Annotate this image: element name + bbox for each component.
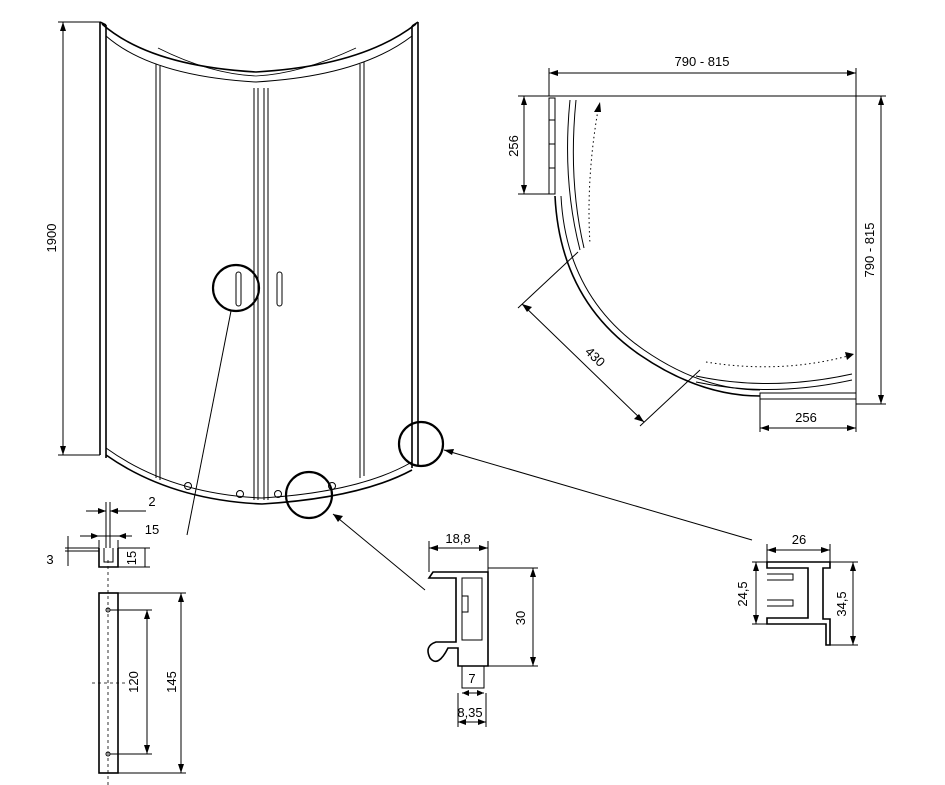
arrowhead bbox=[444, 449, 454, 455]
top-width-label: 790 - 815 bbox=[675, 54, 730, 69]
top-rail-track bbox=[157, 47, 357, 77]
height-dimension: 1900 bbox=[44, 21, 100, 456]
right-wall-profile bbox=[411, 21, 419, 468]
left-wall-profile bbox=[99, 21, 107, 458]
outer-curved-panel bbox=[554, 195, 761, 397]
bottom-rail bbox=[105, 454, 413, 505]
bottom-rail-inner bbox=[105, 447, 413, 499]
roller bbox=[184, 482, 192, 490]
bracket-detail: 2 15 3 15 120 145 bbox=[46, 494, 186, 785]
height-label: 1900 bbox=[44, 224, 59, 253]
outer-curved-panel-inner bbox=[560, 195, 761, 391]
bracket-offset-label: 3 bbox=[46, 552, 53, 567]
wall-profile-width-label: 26 bbox=[792, 532, 806, 547]
door-profile-detail: 18,8 30 7 8,35 bbox=[427, 531, 538, 727]
top-rail bbox=[101, 23, 417, 73]
wall-profile-detail-circle bbox=[397, 420, 445, 468]
handle-detail-circle bbox=[211, 263, 261, 313]
bracket-length-label: 145 bbox=[164, 671, 179, 693]
right-depth-label: 790 - 815 bbox=[862, 223, 877, 278]
right-door-plan-inner bbox=[695, 379, 853, 391]
door-profile-slot-label: 7 bbox=[468, 671, 475, 686]
plan-dimensions: 790 - 815 790 - 815 256 256 430 bbox=[506, 54, 886, 432]
left-wall-profile-plan bbox=[548, 97, 556, 195]
bracket-width-label: 15 bbox=[145, 522, 159, 537]
bottom-wall-profile-plan bbox=[759, 392, 857, 400]
bracket-gap-label: 2 bbox=[148, 494, 155, 509]
door-profile-width-label: 18,8 bbox=[445, 531, 470, 546]
leader-line bbox=[443, 449, 753, 541]
door-opening-arrow bbox=[588, 109, 599, 245]
roller bbox=[236, 490, 244, 498]
front-view bbox=[99, 21, 753, 591]
door-bottom-profile bbox=[427, 571, 489, 667]
top-rail-inner bbox=[105, 35, 413, 83]
bracket-section bbox=[98, 548, 119, 568]
hole-spacing-label: 120 bbox=[126, 671, 141, 693]
roller bbox=[274, 490, 282, 498]
top-left-fixed-label: 256 bbox=[506, 135, 521, 157]
door-profile-bottom-label: 8,35 bbox=[457, 705, 482, 720]
plan-view bbox=[518, 72, 880, 432]
bracket-height-label: 15 bbox=[124, 551, 139, 565]
wall-profile-total-label: 34,5 bbox=[834, 591, 849, 616]
door-profile-height-label: 30 bbox=[513, 611, 528, 625]
bracket-elevation bbox=[98, 592, 119, 774]
wall-profile-detail: 26 24,5 34,5 bbox=[735, 532, 858, 646]
left-door-plan bbox=[567, 99, 581, 251]
leader-line bbox=[332, 513, 426, 591]
right-door-plan bbox=[695, 373, 853, 385]
leader-line bbox=[186, 310, 232, 536]
bottom-fixed-label: 256 bbox=[795, 410, 817, 425]
wall-profile-height-label: 24,5 bbox=[735, 581, 750, 606]
left-door-handle bbox=[235, 271, 242, 307]
right-door-handle bbox=[276, 271, 283, 307]
arrowhead bbox=[333, 514, 343, 522]
bottom-rail-detail-circle bbox=[284, 470, 334, 520]
left-door-plan-inner bbox=[572, 99, 585, 249]
door-opening-arrow bbox=[705, 355, 849, 368]
wall-profile-section bbox=[766, 561, 831, 646]
